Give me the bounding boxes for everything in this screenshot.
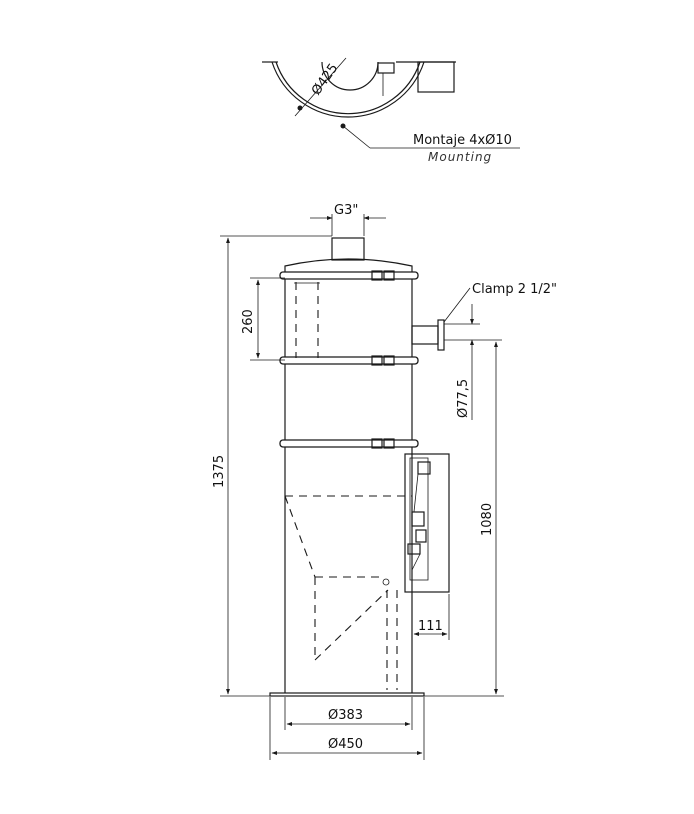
mounting-leader xyxy=(342,125,371,149)
side-inlet xyxy=(411,325,439,345)
top-view-inner-arc xyxy=(321,61,379,91)
band-buckle-middle-1 xyxy=(371,355,383,366)
clamp-label: Clamp 2 1/2" xyxy=(472,282,557,297)
cone-diagonal xyxy=(314,589,389,661)
control-box xyxy=(404,453,450,593)
dim-111-label: 111 xyxy=(418,619,443,634)
clamp-band-bottom xyxy=(279,439,419,448)
dim-260-label: 260 xyxy=(241,309,256,334)
top-view-clamp xyxy=(377,62,395,74)
mounting-label-en: Mounting xyxy=(428,150,492,164)
control-wire-2 xyxy=(411,553,421,571)
mounting-label-es: Montaje 4xØ10 xyxy=(413,133,512,148)
clamp-band-top xyxy=(279,271,419,280)
control-wire-1 xyxy=(413,473,419,513)
control-component-2 xyxy=(411,511,425,527)
dim-775-label: Ø77,5 xyxy=(456,379,471,418)
dim-1375-label: 1375 xyxy=(212,455,227,488)
top-view-outer-arc-inner xyxy=(275,61,421,115)
top-outlet-nozzle xyxy=(331,237,365,261)
g3-label: G3" xyxy=(334,203,358,218)
control-component-3 xyxy=(415,529,427,543)
band-buckle-top-2 xyxy=(383,270,395,281)
side-inlet-flange xyxy=(437,319,445,351)
top-view-outer-arc xyxy=(271,61,425,118)
dim-383-label: Ø383 xyxy=(328,708,363,723)
band-buckle-bottom-1 xyxy=(371,438,383,449)
band-buckle-top-1 xyxy=(371,270,383,281)
clamp-band-middle xyxy=(279,356,419,365)
clamp-leader xyxy=(443,287,471,323)
cone-left-upper xyxy=(284,495,316,578)
top-view: Ø425 Montaje 4xØ10 Mounting xyxy=(262,57,520,164)
float-sensor xyxy=(382,578,390,586)
band-buckle-bottom-2 xyxy=(383,438,395,449)
mount-diameter-line xyxy=(294,57,347,117)
control-component-4 xyxy=(407,543,421,555)
top-view-outlet-stub xyxy=(417,61,455,93)
control-box-inner xyxy=(409,457,429,581)
lid xyxy=(284,258,413,274)
base-plate xyxy=(269,692,425,697)
mount-diameter-label: Ø425 xyxy=(309,61,341,98)
dim-1080-label: 1080 xyxy=(480,503,495,536)
band-buckle-middle-2 xyxy=(383,355,395,366)
mount-hole-left xyxy=(297,105,303,111)
dimensions: G3" 1375 260 Clamp 2 1/2" Ø77,5 1080 111 xyxy=(212,203,557,760)
control-component-1 xyxy=(417,461,431,475)
dim-450-label: Ø450 xyxy=(328,737,363,752)
